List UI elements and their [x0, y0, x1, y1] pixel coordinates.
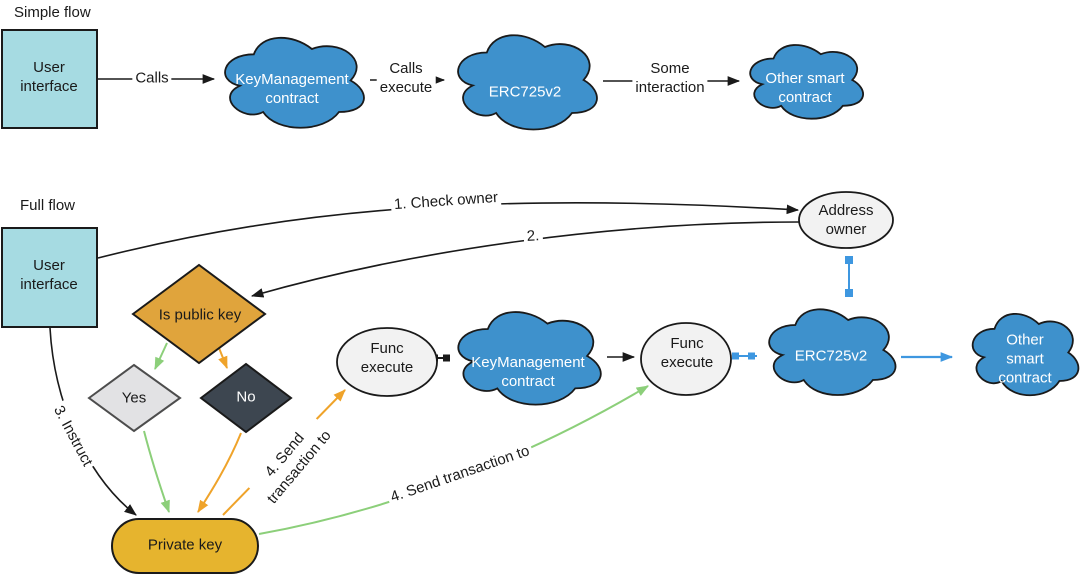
connector-address-owner-erc725v2 [845, 256, 853, 297]
private-key-label: Private key [147, 536, 223, 554]
erc725v2-cloud-full [768, 308, 897, 396]
func-execute-left-ellipse [336, 327, 438, 397]
keymanagement-cloud [224, 36, 365, 129]
keymanagement-label: KeyManagement contract [235, 71, 349, 107]
no-label: No [236, 388, 256, 406]
arrow-step-2 [250, 221, 800, 298]
yes-label: Yes [121, 389, 147, 407]
connector-func-erc725v2 [732, 352, 757, 360]
keymanagement-cloud-full [457, 311, 602, 406]
func-execute-left-label: Func execute [360, 340, 414, 376]
address-owner-ellipse [798, 191, 894, 249]
user-interface-full-label: User interface [20, 257, 78, 293]
address-owner-label: Address owner [818, 202, 874, 238]
func-execute-right-ellipse [640, 322, 732, 396]
calls-edge-label: Calls [132, 68, 172, 88]
erc725v2-full-label: ERC725v2 [794, 347, 868, 365]
step-2-edge-label: 2. [523, 226, 543, 246]
is-public-key-label: Is public key [158, 306, 242, 324]
keymanagement-full-label: KeyManagement contract [471, 354, 585, 390]
arrow-is-public-key-no [218, 347, 228, 370]
user-interface-node [1, 29, 98, 129]
other-smart-contract-cloud-full [971, 313, 1080, 396]
user-interface-label: User interface [20, 59, 78, 95]
simple-flow-title: Simple flow [14, 4, 91, 21]
arrow-is-public-key-yes [154, 342, 168, 370]
other-smart-contract-cloud [749, 44, 864, 120]
func-execute-right-label: Func execute [660, 335, 714, 371]
other-smart-contract-full-label: Other smart contract [998, 331, 1052, 387]
no-diamond [199, 362, 293, 434]
erc725v2-cloud [457, 34, 598, 131]
arrow-check-owner [97, 201, 800, 259]
full-flow-title: Full flow [20, 197, 76, 214]
some-interaction-edge-label: Some interaction [632, 59, 708, 97]
erc725v2-label: ERC725v2 [488, 83, 562, 101]
is-public-key-diamond [131, 263, 267, 365]
arrow-no-private-key [197, 432, 242, 513]
other-smart-contract-label: Other smart contract [765, 70, 845, 106]
calls-execute-edge-label: Calls execute [376, 59, 436, 97]
user-interface-node-full [1, 227, 98, 328]
private-key-pill [111, 518, 259, 574]
arrow-yes-private-key [143, 430, 170, 514]
yes-diamond [87, 363, 182, 433]
